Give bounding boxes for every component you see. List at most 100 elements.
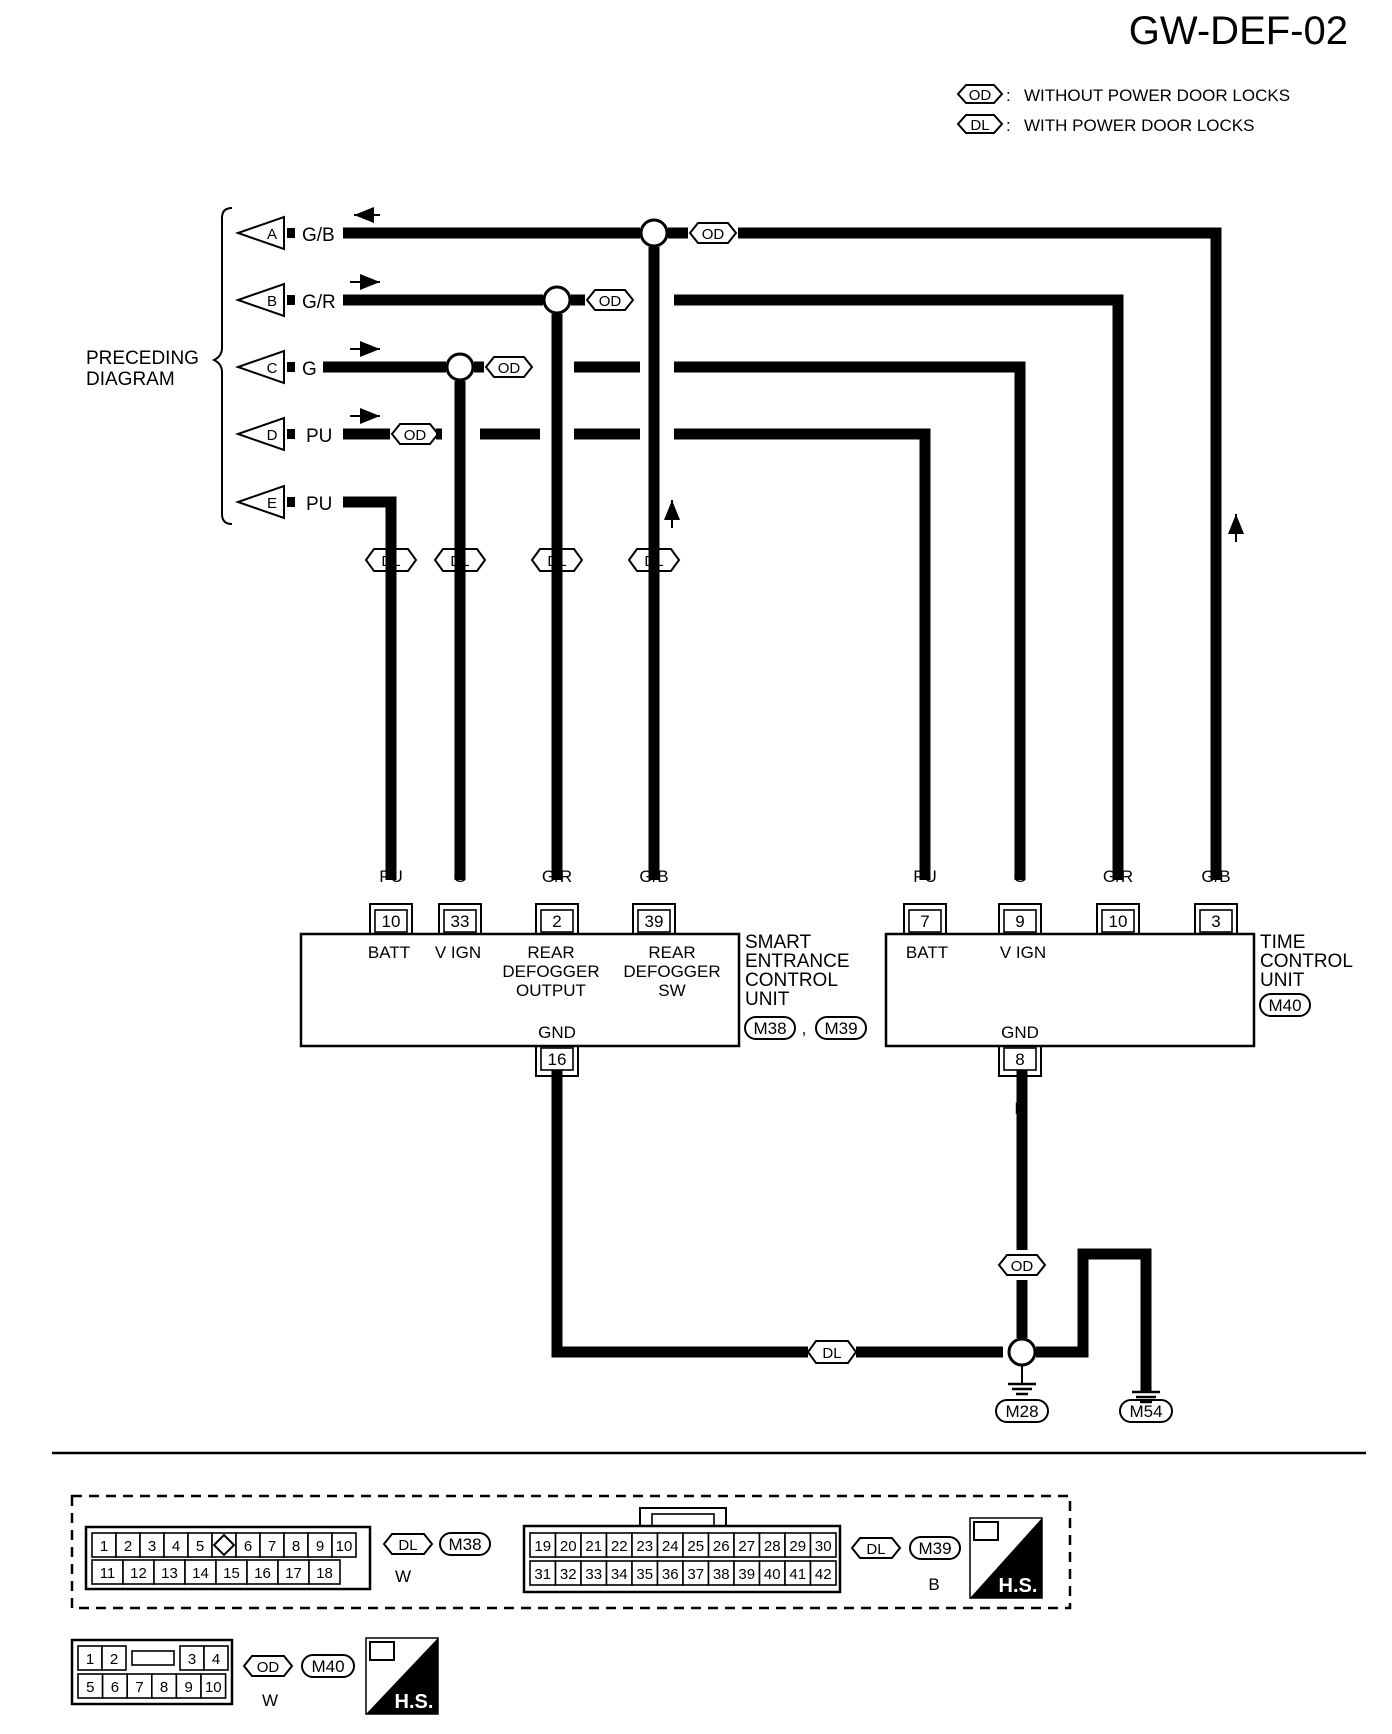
smart-pin-33-num: 33 [451,912,470,931]
ground-section: B B B M28 M54 [995,1295,1173,1423]
smart-pin-2-num: 2 [552,912,561,931]
tcu-unit-box [884,932,1256,1048]
smart-pin-10-num: 10 [382,912,401,931]
m39-pin-label: 42 [815,1566,832,1583]
m40-tag: OD [257,1659,280,1676]
legend-dl: DL : WITH POWER DOOR LOCKS [956,114,1254,135]
tcu-pin-9-num: 9 [1015,912,1024,931]
direction-arrows [350,207,1244,542]
legend-od-text: WITHOUT POWER DOOR LOCKS [1024,86,1290,105]
connector-a-shape [234,215,285,251]
wire-e-pu-to-smart [343,496,397,880]
smart-name-4: UNIT [745,989,790,1010]
m38-pin-label: 12 [130,1565,147,1582]
m40-tag-shape [242,1655,294,1677]
legend-od: OD : WITHOUT POWER DOOR LOCKS [956,84,1290,105]
tcu-wire-gr: G/R [1103,867,1133,886]
od-tag-a-shape [688,222,738,244]
m39-cell [580,1560,608,1586]
m38-pin-label: 1 [100,1538,108,1555]
smart-label-vign: V IGN [435,943,481,962]
od-tag-gnd-shape [997,1254,1047,1276]
dl-tag-pu-shape [364,548,418,572]
connector-c: C G [234,349,317,385]
m39-cell [605,1560,633,1586]
m40-pin-label: 10 [205,1679,222,1696]
m39-pin-label: 29 [789,1538,806,1555]
od-tag-gnd-label: OD [1011,1258,1034,1275]
m39-cell [784,1560,812,1586]
dl-tag-gr: DL [530,548,584,572]
m40-pin-label: 1 [86,1651,94,1668]
m38-id: M38 [448,1535,481,1554]
od-tags: OD OD OD OD OD [390,222,1047,1276]
ground-m28-badge [995,1399,1049,1423]
dl-tags: DL DL DL DL DL [364,548,858,1364]
dl-tag-gb-label: DL [644,553,663,570]
m39-color: B [928,1575,939,1594]
connector-b-pin [287,295,295,305]
connector-c-shape [234,349,285,385]
m39-cell [682,1560,710,1586]
smart-pin-10-box [374,909,408,933]
m39-id-badge [909,1536,961,1560]
m39-pin-label: 28 [764,1538,781,1555]
smart-conn-m38: M38 [753,1019,786,1038]
splice-points [445,218,1037,1367]
connector-d: D PU [234,416,332,452]
m38-pin-label: 8 [292,1538,300,1555]
tcu-pin-10-box [1101,909,1135,933]
ground-m28-label: M28 [1005,1402,1038,1421]
dl-tag-gnd-shape [806,1340,858,1364]
m40-cell [126,1673,153,1699]
m39-pin-label: 32 [560,1566,577,1583]
m40-cell [200,1673,227,1699]
smart-wire-pu: PU [379,867,403,886]
smart-entrance-unit: PU G G/R G/B 10 33 2 39 BATT V IGN [299,867,867,1118]
m39-cell [656,1532,684,1558]
tcu-label-batt: BATT [906,943,948,962]
smart-label-out-1: REAR [527,943,574,962]
od-tag-a: OD [688,222,738,244]
tcu-pin-7-box [908,909,942,933]
smart-label-batt: BATT [368,943,410,962]
smart-label-gnd: GND [538,1023,576,1042]
m38-pin-label: 17 [285,1565,302,1582]
dl-tag-gr-label: DL [547,553,566,570]
legend-dl-text: WITH POWER DOOR LOCKS [1024,116,1254,135]
od-tag-b-label: OD [599,293,622,310]
dl-tag-shape [956,114,1004,134]
smart-pin-33: 33 [438,903,482,934]
m38-cell [331,1532,357,1558]
od-tag-a-label: OD [702,226,725,243]
wires [323,227,1222,1392]
m39-cell [656,1560,684,1586]
tcu-pin-9: 9 [998,903,1042,934]
m39-pin-label: 30 [815,1538,832,1555]
preceding-connectors: A G/B B G/R C G D PU E PU [234,215,336,520]
smart-pin-16-socket [535,1046,579,1077]
wire-a-gb-od-to-tcu [738,227,1222,880]
m39-pin-label: 20 [560,1538,577,1555]
m39-latch [639,1507,727,1526]
m38-cell [235,1532,261,1558]
m39-cell [758,1532,786,1558]
m40-cell [77,1673,104,1699]
dl-connector-frame [70,1494,1072,1610]
dl-tag-pu: DL [364,548,418,572]
m38-pin-label: 5 [196,1538,204,1555]
tcu-name-3: UNIT [1260,970,1305,991]
dl-tag-gr-shape [530,548,584,572]
smart-pin-39-num: 39 [645,912,664,931]
od-tag-c-shape [484,356,534,378]
tcu-pin-10-socket [1096,903,1140,934]
connector-a-pin [287,228,295,238]
od-tag-d-shape [390,423,440,445]
smart-pin-16: 16 [535,1046,579,1077]
